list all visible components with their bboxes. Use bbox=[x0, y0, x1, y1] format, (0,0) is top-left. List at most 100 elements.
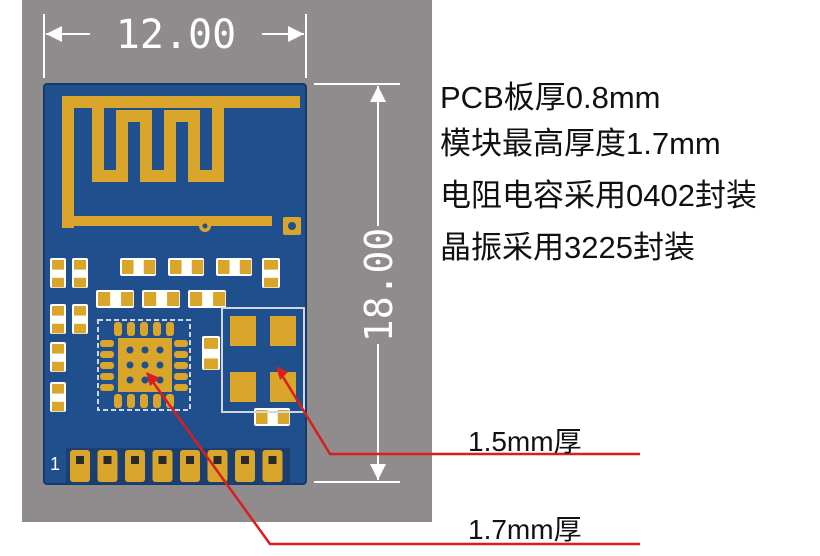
header-pin-hole bbox=[268, 456, 277, 464]
width-label: 12.00 bbox=[116, 12, 236, 58]
smd-pad bbox=[74, 277, 86, 288]
header-pin-hole bbox=[103, 456, 112, 464]
ic-pad bbox=[174, 362, 188, 369]
header-pin-pad bbox=[70, 450, 90, 482]
ic-pad bbox=[153, 322, 161, 336]
smd-pad bbox=[121, 292, 134, 306]
ic-pad bbox=[174, 351, 188, 358]
pcb-antenna bbox=[62, 96, 300, 228]
ic-pad bbox=[100, 362, 114, 369]
smd-pad bbox=[190, 292, 203, 306]
ic-pad bbox=[100, 373, 114, 380]
crystal-thickness-label: 1.5mm厚 bbox=[468, 426, 582, 457]
ic-via bbox=[126, 346, 134, 354]
smd-pad bbox=[218, 260, 230, 274]
smd-pad bbox=[191, 260, 204, 274]
ic-pad bbox=[140, 394, 148, 408]
smd-pad bbox=[264, 260, 278, 270]
via-hole bbox=[202, 223, 208, 229]
smd-pad bbox=[98, 292, 111, 306]
smd-pad bbox=[52, 401, 64, 412]
smd-pad bbox=[52, 260, 64, 270]
smd-pad bbox=[74, 260, 86, 270]
ic-pad bbox=[174, 384, 188, 391]
header-pin-pad bbox=[262, 450, 283, 482]
ic-pad bbox=[114, 322, 122, 336]
crystal-pad bbox=[270, 316, 296, 346]
antenna-meander bbox=[188, 110, 200, 182]
spec-module-height: 模块最高厚度1.7mm bbox=[440, 126, 721, 161]
smd-pad bbox=[264, 277, 278, 288]
leader-line bbox=[148, 377, 640, 546]
spec-pcb-thickness: PCB板厚0.8mm bbox=[440, 80, 661, 115]
smd-pad bbox=[170, 260, 182, 274]
smd-pad bbox=[143, 260, 156, 274]
width-dimension: 12.00 bbox=[43, 12, 307, 78]
smd-0402 bbox=[50, 258, 66, 288]
header-pin-hole bbox=[158, 456, 167, 464]
ic-pad bbox=[174, 373, 188, 380]
smd-pad bbox=[204, 358, 218, 370]
smd-0402 bbox=[262, 258, 280, 288]
smd-pad bbox=[74, 323, 86, 334]
pcb-board: 1 bbox=[43, 83, 307, 485]
antenna-ground-line bbox=[62, 216, 272, 226]
smd-0402 bbox=[50, 304, 66, 334]
smd-0402 bbox=[142, 290, 180, 308]
smd-0402 bbox=[50, 342, 66, 372]
ic-pad bbox=[100, 351, 114, 358]
smd-0402 bbox=[50, 382, 66, 412]
arrowhead bbox=[288, 26, 304, 42]
antenna-meander bbox=[140, 110, 152, 182]
header-pin-hole bbox=[213, 456, 222, 464]
ic-pad bbox=[166, 322, 174, 336]
smd-0402 bbox=[216, 258, 252, 276]
spec-passive-package: 电阻电容采用0402封装 bbox=[440, 178, 757, 213]
ic-pad bbox=[127, 394, 135, 408]
header-pin-pad bbox=[97, 450, 118, 482]
ic-callout-leader bbox=[146, 372, 640, 546]
antenna-top-bar bbox=[62, 96, 300, 108]
ic-pads bbox=[100, 322, 188, 408]
ic-pad bbox=[127, 322, 135, 336]
header-pin-pad bbox=[125, 450, 145, 482]
antenna-meander bbox=[212, 110, 224, 182]
smd-0402 bbox=[188, 290, 226, 308]
smd-0402 bbox=[168, 258, 204, 276]
ic-silkscreen bbox=[97, 319, 191, 411]
smd-0402 bbox=[254, 408, 290, 426]
ic-pad bbox=[153, 394, 161, 408]
antenna-meander bbox=[92, 96, 104, 180]
crystal-callout-leader bbox=[276, 366, 640, 456]
antenna-meander bbox=[164, 110, 176, 182]
header-pins bbox=[70, 450, 283, 482]
antenna-meander bbox=[116, 112, 128, 182]
smd-pad bbox=[52, 384, 64, 394]
leader-arrowhead bbox=[146, 372, 160, 386]
smd-0402 bbox=[120, 258, 156, 276]
pin-one-label: 1 bbox=[50, 454, 60, 474]
ic-via bbox=[126, 361, 134, 369]
test-pad-hole bbox=[288, 222, 296, 230]
crystal-silkscreen bbox=[221, 307, 305, 413]
ic-pad bbox=[100, 384, 114, 391]
ic-pad bbox=[140, 322, 148, 336]
header-pin-hole bbox=[241, 456, 249, 464]
header-pin-pad bbox=[152, 450, 173, 482]
smd-0402 bbox=[72, 258, 88, 288]
crystal-pad bbox=[230, 316, 256, 346]
antenna-meander bbox=[212, 96, 224, 122]
ic-pad bbox=[114, 394, 122, 408]
header-pin-hole bbox=[131, 456, 139, 464]
smd-pad bbox=[52, 306, 64, 316]
smd-0402 bbox=[202, 336, 220, 370]
smd-pad bbox=[52, 344, 64, 354]
ic-pad bbox=[174, 340, 188, 347]
ic-via bbox=[141, 361, 149, 369]
header-pin-pad bbox=[207, 450, 228, 482]
ic-via bbox=[156, 346, 164, 354]
smd-pad bbox=[52, 323, 64, 334]
smd-pad bbox=[74, 306, 86, 316]
crystal-pad bbox=[230, 372, 256, 402]
smd-pad bbox=[167, 292, 180, 306]
